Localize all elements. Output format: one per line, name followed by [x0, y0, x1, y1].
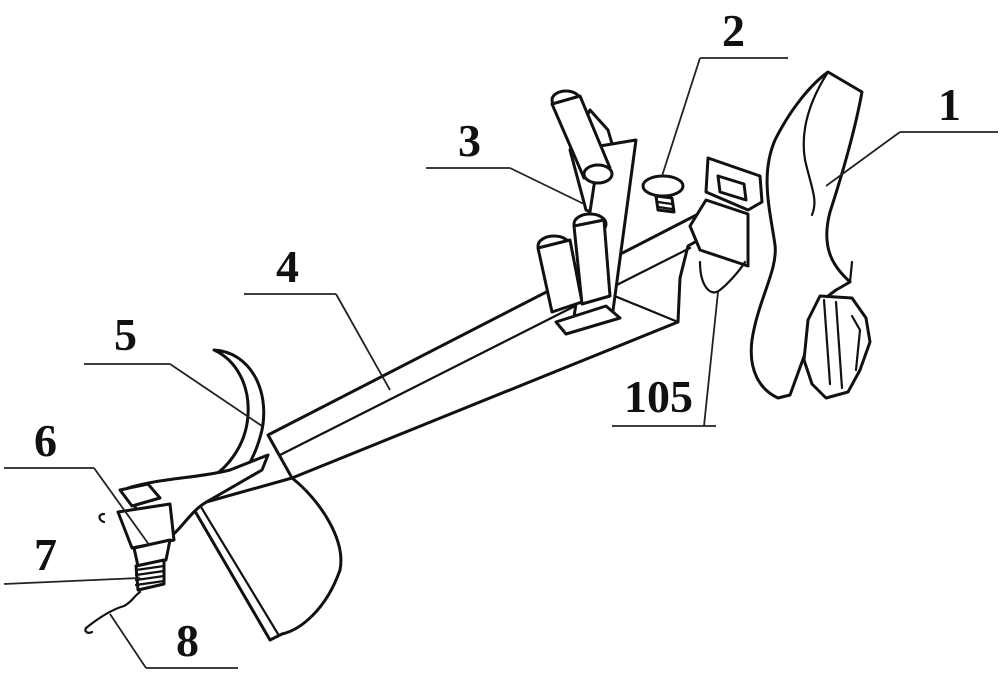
- callout-2: 2: [661, 5, 788, 177]
- callout-5: 5: [84, 309, 263, 427]
- spring-7: [134, 558, 166, 592]
- callout-label-8: 8: [176, 615, 199, 666]
- callout-4: 4: [244, 241, 391, 391]
- wire-8: [84, 590, 142, 634]
- callout-label-1: 1: [938, 79, 961, 130]
- callout-1: 1: [825, 79, 998, 187]
- callout-3: 3: [426, 115, 585, 205]
- callout-7: 7: [3, 529, 141, 585]
- main-rod: [266, 206, 722, 480]
- callout-label-6: 6: [34, 415, 57, 466]
- callout-6: 6: [4, 415, 151, 547]
- callout-label-3: 3: [458, 115, 481, 166]
- hook-bracket: [749, 70, 872, 400]
- callout-label-4: 4: [276, 241, 299, 292]
- screw-knob-2: [641, 174, 685, 214]
- callout-label-2: 2: [722, 5, 745, 56]
- roller-holder-3: [536, 89, 638, 336]
- lower-plate: [190, 476, 343, 642]
- callout-label-7: 7: [34, 529, 57, 580]
- fitting-6: [98, 502, 176, 568]
- callout-label-5: 5: [114, 309, 137, 360]
- callout-label-105: 105: [624, 371, 693, 422]
- callout-8: 8: [109, 613, 238, 669]
- connector-block-105: [688, 156, 764, 294]
- callout-105: 105: [612, 291, 719, 427]
